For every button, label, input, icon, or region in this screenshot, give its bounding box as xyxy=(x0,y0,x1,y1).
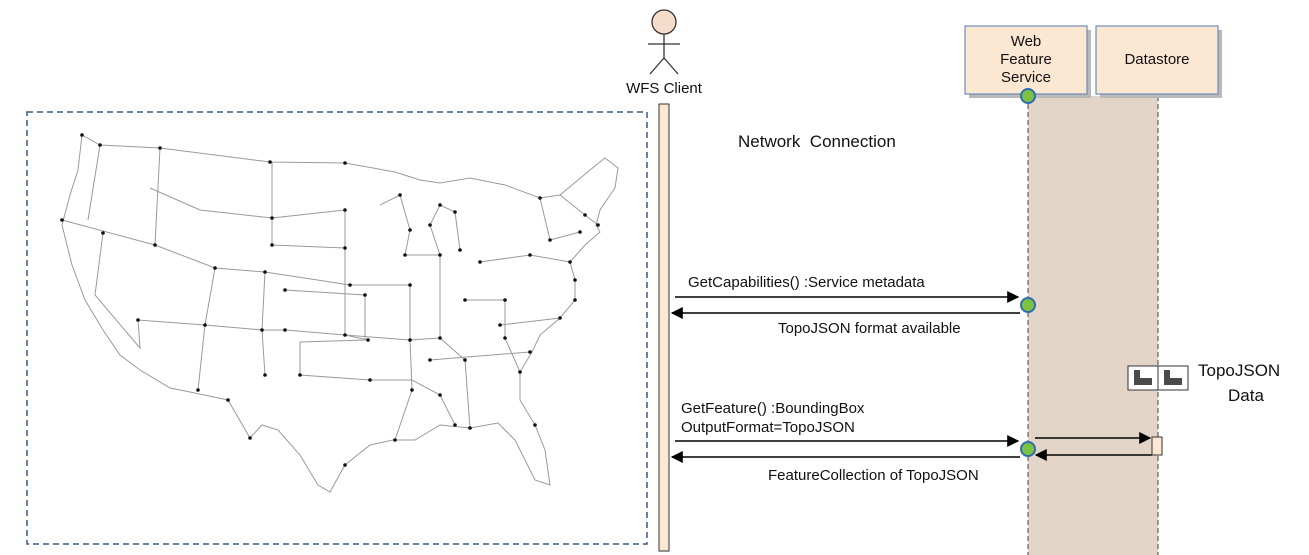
service-box xyxy=(964,25,1088,95)
service-lifeline-region xyxy=(1028,96,1158,555)
topojson-data-icon xyxy=(1127,365,1189,391)
service-endpoint-top xyxy=(1020,88,1036,104)
get-feature-label-line2: OutputFormat=TopoJSON xyxy=(681,419,855,436)
service-endpoint-capabilities xyxy=(1020,297,1036,313)
topojson-available-label: TopoJSON format available xyxy=(778,320,961,337)
client-actor-label: WFS Client xyxy=(626,80,702,97)
get-feature-label-line1: GetFeature() :BoundingBox xyxy=(681,400,865,417)
datastore-activation xyxy=(1151,436,1163,456)
datastore-box-label: Datastore xyxy=(1124,51,1190,68)
topojson-data-label-line1: TopoJSON xyxy=(1198,361,1281,380)
feature-collection-label: FeatureCollection of TopoJSON xyxy=(768,467,979,484)
network-connection-note: Network Connection xyxy=(738,132,896,151)
service-endpoint-feature xyxy=(1020,441,1036,457)
get-capabilities-label: GetCapabilities() :Service metadata xyxy=(688,274,925,291)
client-actor-icon xyxy=(648,9,680,75)
map-frame xyxy=(26,111,648,545)
datastore-box xyxy=(1095,25,1219,95)
service-box-label: Web Feature Service xyxy=(1000,33,1052,86)
topojson-data-label-line2: Data xyxy=(1228,386,1264,405)
client-lifeline xyxy=(658,103,670,552)
map-points xyxy=(60,133,600,467)
usa-map xyxy=(61,134,619,493)
